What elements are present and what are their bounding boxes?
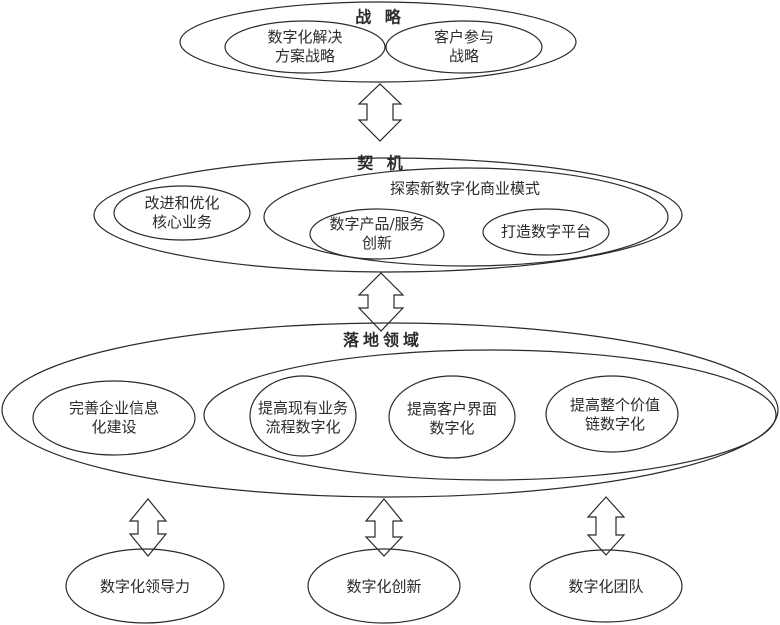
enabler-ellipse-1 (65, 548, 225, 624)
domain-ellipse (1, 322, 779, 498)
domain-item-ellipse-2 (388, 375, 516, 459)
domain-item-2-line2: 数字化 (429, 419, 475, 437)
opportunity-ellipse (93, 157, 683, 273)
domain-item-2: 提高客户界面 数字化 (407, 400, 497, 438)
domain-inner-ellipse (203, 349, 777, 481)
domain-base-line2: 化建设 (91, 418, 137, 436)
domain-item-ellipse-1 (249, 375, 357, 457)
explore-model-ellipse (263, 167, 669, 267)
strategy-item-2-line1: 客户参与 (433, 28, 495, 46)
double-arrow-icon (357, 83, 403, 142)
strategy-item-1-line1: 数字化解决 (267, 28, 343, 46)
double-arrow-icon (586, 496, 626, 556)
enabler-innovation: 数字化创新 (346, 577, 422, 596)
domain-item-ellipse-3 (545, 375, 679, 453)
domain-base-line1: 完善企业信息 (68, 399, 160, 417)
double-arrow-icon (364, 498, 404, 557)
explore-item-ellipse-2 (482, 208, 610, 256)
explore-item-1: 数字产品/服务 创新 (329, 215, 424, 253)
explore-item-1-line2: 创新 (361, 234, 392, 252)
enabler-ellipse-3 (529, 549, 683, 623)
core-business: 改进和优化 核心业务 (144, 194, 219, 232)
strategy-item-1: 数字化解决 方案战略 (267, 28, 342, 66)
core-business-line1: 改进和优化 (144, 194, 220, 212)
strategy-title: 战 略 (355, 7, 405, 27)
strategy-item-2-line2: 战略 (448, 47, 480, 65)
domain-item-1: 提高现有业务 流程数字化 (258, 399, 348, 437)
domain-item-3-line1: 提高整个价值 (569, 396, 661, 414)
explore-item-2: 打造数字平台 (500, 222, 592, 241)
strategy-item-ellipse-1 (224, 20, 386, 74)
strategy-ellipse (179, 1, 577, 83)
domain-item-3: 提高整个价值 链数字化 (570, 396, 660, 434)
enabler-leadership: 数字化领导力 (99, 577, 191, 596)
strategy-item-2: 客户参与 战略 (434, 28, 494, 66)
domain-base: 完善企业信息 化建设 (69, 399, 159, 437)
opportunity-title: 契 机 (357, 153, 407, 173)
strategy-item-1-line2: 方案战略 (274, 47, 336, 65)
explore-item-ellipse-1 (309, 208, 445, 260)
domain-title: 落地领域 (342, 330, 424, 350)
enabler-ellipse-2 (307, 548, 461, 624)
explore-model-title: 探索新数字化商业模式 (389, 179, 541, 198)
explore-item-1-line1: 数字产品/服务 (329, 215, 425, 233)
core-business-line2: 核心业务 (151, 213, 213, 231)
domain-item-1-line2: 流程数字化 (265, 418, 341, 436)
domain-base-ellipse (32, 380, 196, 456)
enabler-team: 数字化团队 (568, 577, 644, 596)
core-business-ellipse (113, 185, 251, 241)
double-arrow-icon (357, 272, 405, 332)
domain-item-3-line2: 链数字化 (584, 415, 646, 433)
domain-item-1-line1: 提高现有业务 (257, 399, 349, 417)
domain-item-2-line1: 提高客户界面 (406, 400, 498, 418)
strategy-item-ellipse-2 (385, 20, 543, 74)
double-arrow-icon (128, 498, 168, 557)
